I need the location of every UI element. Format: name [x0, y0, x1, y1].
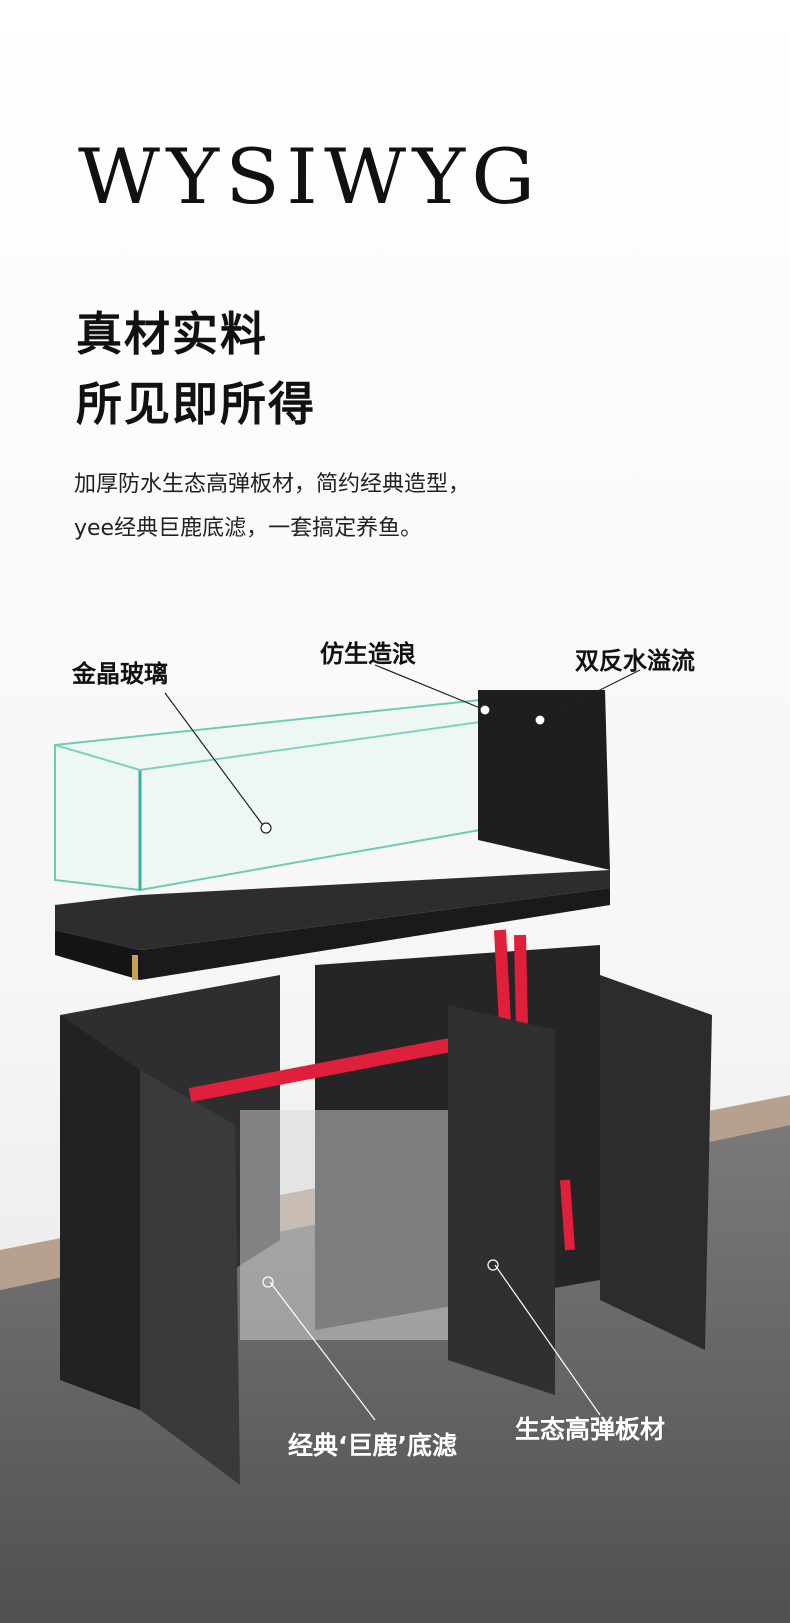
- callout-overflow: 双反水溢流: [575, 647, 695, 675]
- callout-wave: 仿生造浪: [320, 640, 416, 668]
- callout-board: 生态高弹板材: [515, 1415, 666, 1444]
- cabinet: [60, 929, 712, 1485]
- headline-line-2: 所见即所得: [76, 377, 316, 431]
- callout-glass: 金晶玻璃: [72, 660, 168, 688]
- aquarium-tank: [54, 690, 610, 980]
- description-line-2: yee经典巨鹿底滤，一套搞定养鱼。: [74, 516, 423, 541]
- description-line-1: 加厚防水生态高弹板材，简约经典造型，: [74, 472, 471, 497]
- headline-line-1: 真材实料: [76, 307, 268, 361]
- callout-sump: 经典‘巨鹿’底滤: [288, 1431, 457, 1460]
- page-title: WYSIWYG: [78, 132, 542, 221]
